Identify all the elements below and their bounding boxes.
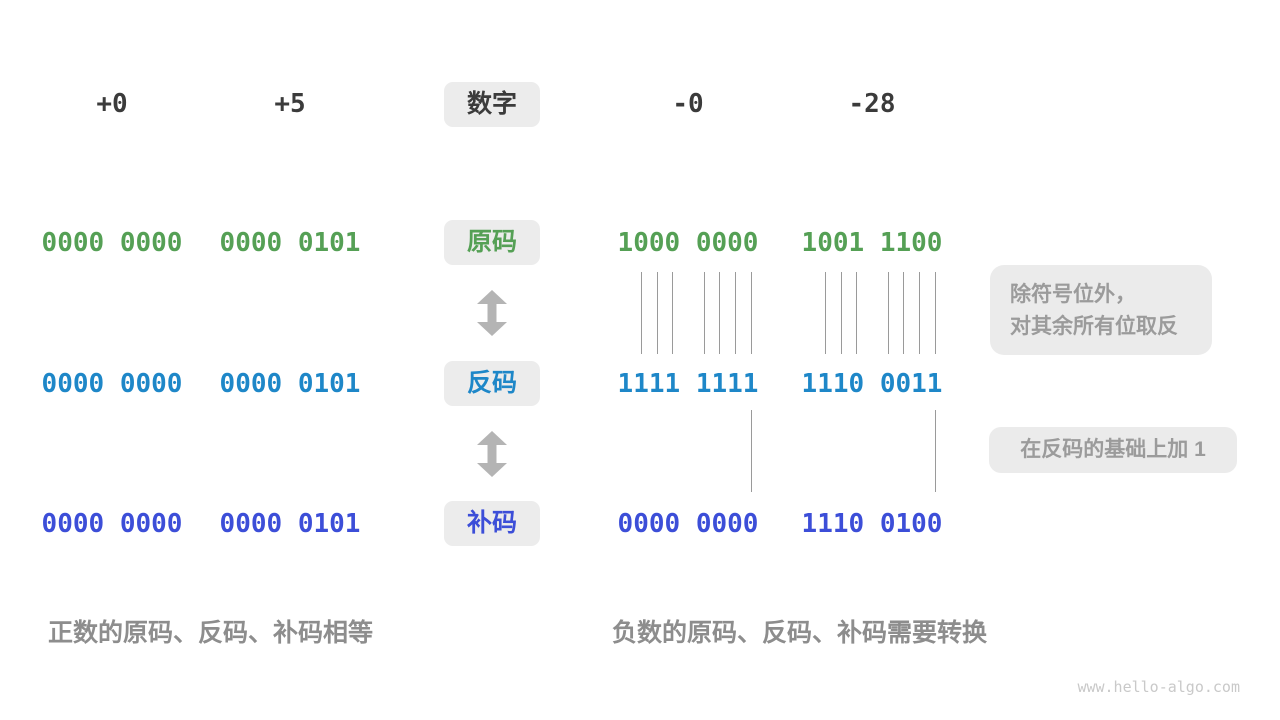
sign-magnitude-minus-0: 1000 0000 [617,228,759,258]
caption-positive: 正数的原码、反码、补码相等 [48,619,374,647]
sign-magnitude-plus-0: 0000 0000 [41,228,183,258]
bit-invert-line [935,272,936,354]
ones-complement-minus-28: 1110 0011 [801,369,943,399]
invert-bits-note-line2: 对其余所有位取反 [1010,315,1178,338]
add-one-note: 在反码的基础上加 1 [989,427,1237,473]
badge-sign-magnitude: 原码 [444,220,540,265]
bit-invert-line [719,272,720,354]
bit-invert-line [751,272,752,354]
number-plus-5: +5 [274,89,306,119]
sign-magnitude-minus-28: 1001 1100 [801,228,943,258]
twos-complement-minus-0: 0000 0000 [617,509,759,539]
add-one-line [751,410,752,492]
up-down-arrow-icon [477,431,507,477]
badge-ones-complement: 反码 [444,361,540,406]
bit-invert-line [704,272,705,354]
badge-number: 数字 [444,82,540,127]
bit-invert-line [735,272,736,354]
up-down-arrow-icon [477,290,507,336]
watermark: www.hello-algo.com [1077,678,1240,696]
bit-invert-line [841,272,842,354]
twos-complement-minus-28: 1110 0100 [801,509,943,539]
bit-invert-line [657,272,658,354]
add-one-line [935,410,936,492]
badge-twos-complement: 补码 [444,501,540,546]
twos-complement-plus-5: 0000 0101 [219,509,361,539]
bit-invert-line [888,272,889,354]
sign-magnitude-plus-5: 0000 0101 [219,228,361,258]
number-minus-0: -0 [672,89,704,119]
number-plus-0: +0 [96,89,128,119]
bit-invert-line [825,272,826,354]
ones-complement-minus-0: 1111 1111 [617,369,759,399]
caption-negative: 负数的原码、反码、补码需要转换 [612,619,988,647]
invert-bits-note: 除符号位外， 对其余所有位取反 [990,265,1212,355]
ones-complement-plus-0: 0000 0000 [41,369,183,399]
invert-bits-note-line1: 除符号位外， [1010,283,1136,306]
bit-invert-line [856,272,857,354]
number-minus-28: -28 [848,89,896,119]
bit-invert-line [672,272,673,354]
bit-invert-line [641,272,642,354]
bit-invert-line [903,272,904,354]
bit-invert-line [919,272,920,354]
ones-complement-plus-5: 0000 0101 [219,369,361,399]
twos-complement-plus-0: 0000 0000 [41,509,183,539]
